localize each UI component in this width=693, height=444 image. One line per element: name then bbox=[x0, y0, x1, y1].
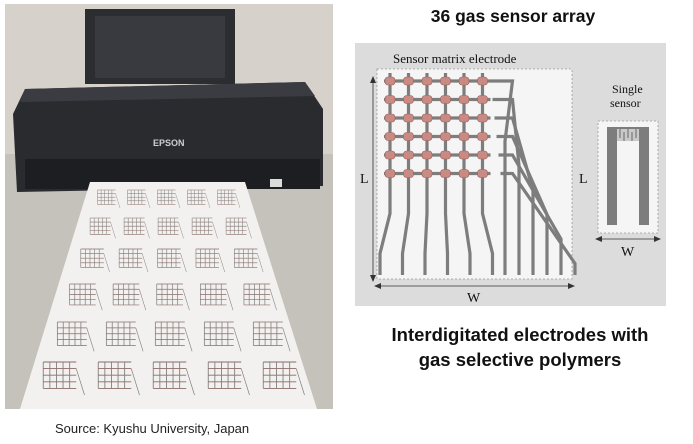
printed-sheet bbox=[20, 182, 317, 409]
source-note: Source: Kyushu University, Japan bbox=[55, 421, 250, 436]
printed-sensor-arrays bbox=[42, 189, 305, 396]
caption-line-1: Interdigitated electrodes with bbox=[391, 324, 649, 345]
length-label-right: L bbox=[579, 172, 588, 187]
sensor-pad bbox=[384, 169, 396, 178]
caption-line-2: gas selective polymers bbox=[418, 349, 622, 370]
sensor-pad bbox=[403, 132, 414, 141]
width-label: W bbox=[467, 291, 481, 306]
sensor-pad bbox=[421, 169, 433, 178]
single-sensor-label-line2: sensor bbox=[610, 96, 641, 110]
printer-brand: EPSON bbox=[153, 138, 185, 148]
sensor-pad bbox=[458, 76, 470, 86]
sensor-pad bbox=[403, 169, 414, 178]
sensor-pad bbox=[440, 150, 451, 160]
sensor-matrix bbox=[378, 73, 577, 275]
matrix-label: Sensor matrix electrode bbox=[393, 51, 517, 66]
sensor-pad bbox=[440, 132, 451, 141]
sensor-pad bbox=[403, 76, 414, 86]
sensor-pad bbox=[403, 150, 414, 160]
length-label: L bbox=[360, 172, 369, 187]
sensor-pad bbox=[477, 132, 488, 141]
sensor-pad bbox=[440, 169, 451, 178]
sensor-pad bbox=[458, 150, 470, 160]
sensor-pad bbox=[403, 113, 414, 123]
sensor-pad bbox=[384, 132, 396, 141]
single-sensor-label-line1: Single bbox=[612, 82, 643, 96]
sensor-pad bbox=[477, 150, 488, 160]
sensor-pad bbox=[477, 169, 488, 178]
sensor-pad bbox=[477, 95, 488, 104]
figure-caption: Interdigitated electrodes with gas selec… bbox=[352, 322, 688, 372]
printer-photo: EPSON bbox=[5, 4, 333, 409]
sensor-pad bbox=[458, 95, 470, 104]
sensor-pad bbox=[421, 132, 433, 141]
sensor-array-diagram: Sensor matrix electrode L W L Single sen… bbox=[355, 43, 666, 306]
sensor-pad bbox=[384, 150, 396, 160]
sensor-pad bbox=[421, 150, 433, 160]
sensor-pad bbox=[458, 113, 470, 123]
printer-photo-illustration: EPSON bbox=[5, 4, 333, 409]
sensor-pad bbox=[403, 95, 414, 104]
sensor-pad bbox=[477, 76, 488, 86]
sensor-pad bbox=[421, 95, 433, 104]
power-button bbox=[270, 179, 282, 187]
sensor-pad bbox=[458, 132, 470, 141]
sensor-pad bbox=[384, 113, 396, 123]
sensor-pad bbox=[384, 95, 396, 104]
sensor-pad bbox=[477, 113, 488, 123]
sensor-pad bbox=[440, 113, 451, 123]
single-sensor bbox=[597, 120, 659, 234]
sensor-pad bbox=[440, 95, 451, 104]
sensor-pad bbox=[421, 76, 433, 86]
sensor-pad bbox=[421, 113, 433, 123]
single-width-label: W bbox=[621, 245, 635, 260]
sensor-pad bbox=[458, 169, 470, 178]
sensor-pad bbox=[440, 76, 451, 86]
sensor-pad bbox=[384, 76, 396, 86]
sensor-array-drawing: Sensor matrix electrode L W L Single sen… bbox=[360, 51, 661, 306]
figure-title: 36 gas sensor array bbox=[430, 6, 596, 26]
